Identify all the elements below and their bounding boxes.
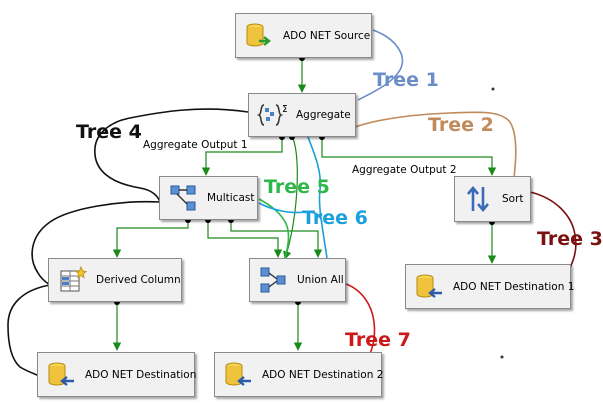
sort-icon	[467, 185, 489, 213]
tree-7-annotation: Tree 7	[345, 329, 411, 351]
aggregate-output-1-label: Aggregate Output 1	[143, 139, 248, 151]
tree-5-curve	[258, 198, 290, 259]
tree-6-curve	[307, 136, 328, 259]
union-all-label: Union All	[297, 274, 344, 286]
path-multicast-to-union-1[interactable]	[207, 220, 283, 258]
tree-6-curve-2	[258, 202, 323, 223]
ado-destination-icon	[416, 274, 442, 298]
ado-destination-icon	[225, 362, 251, 386]
multicast-icon	[170, 185, 196, 211]
ado-net-destination-label: ADO NET Destination	[85, 368, 197, 381]
sort-label: Sort	[502, 193, 524, 205]
ado-net-destination-2-component[interactable]: ADO NET Destination 2	[214, 352, 384, 397]
tree-3-annotation: Tree 3	[537, 228, 603, 250]
path-aggregate-output-2[interactable]	[321, 137, 497, 176]
path-multicast-to-derived[interactable]	[112, 220, 189, 258]
ado-net-source-component[interactable]: ADO NET Source	[235, 13, 372, 58]
tree-6-annotation: Tree 6	[302, 207, 368, 229]
multicast-component[interactable]: Multicast	[159, 176, 258, 220]
marker-dot	[500, 355, 504, 359]
aggregate-component[interactable]: Σ Aggregate	[248, 93, 356, 137]
tree-4-annotation: Tree 4	[76, 121, 142, 143]
tree-4-curve-bottom	[7, 284, 51, 379]
sort-component[interactable]: Sort	[454, 176, 531, 222]
ado-net-destination-2-label: ADO NET Destination 2	[262, 368, 384, 381]
tree-4-curve-lower	[31, 200, 161, 286]
tree-2-curve	[351, 111, 517, 179]
tree-1-annotation: Tree 1	[373, 69, 439, 91]
derived-column-icon	[60, 265, 87, 292]
derived-column-label: Derived Column	[96, 274, 181, 286]
tree-5-annotation: Tree 5	[264, 176, 330, 198]
marker-dot	[491, 87, 495, 91]
path-aggregate-output-1[interactable]	[201, 137, 283, 176]
union-all-icon	[260, 267, 286, 293]
ado-source-icon	[246, 23, 271, 46]
svg-text:Σ: Σ	[282, 104, 287, 115]
aggregate-icon: Σ	[257, 104, 287, 126]
path-aggregate-to-union-green[interactable]	[283, 136, 298, 260]
aggregate-label: Aggregate	[296, 109, 351, 121]
ado-net-destination-component[interactable]: ADO NET Destination	[37, 352, 197, 397]
tree-3-curve	[529, 191, 577, 273]
derived-column-component[interactable]: Derived Column	[48, 258, 182, 302]
ado-net-destination-1-component[interactable]: ADO NET Destination 1	[405, 264, 575, 309]
multicast-label: Multicast	[207, 192, 255, 204]
tree-2-annotation: Tree 2	[428, 114, 494, 136]
union-all-component[interactable]: Union All	[249, 258, 346, 302]
tree-4-curve	[94, 108, 249, 203]
aggregate-output-2-label: Aggregate Output 2	[352, 164, 457, 176]
tree-1-curve	[357, 29, 404, 101]
ado-net-source-label: ADO NET Source	[283, 29, 371, 42]
ado-net-destination-1-label: ADO NET Destination 1	[453, 280, 575, 293]
path-multicast-to-union-2[interactable]	[230, 220, 323, 258]
ado-destination-icon	[48, 362, 74, 386]
